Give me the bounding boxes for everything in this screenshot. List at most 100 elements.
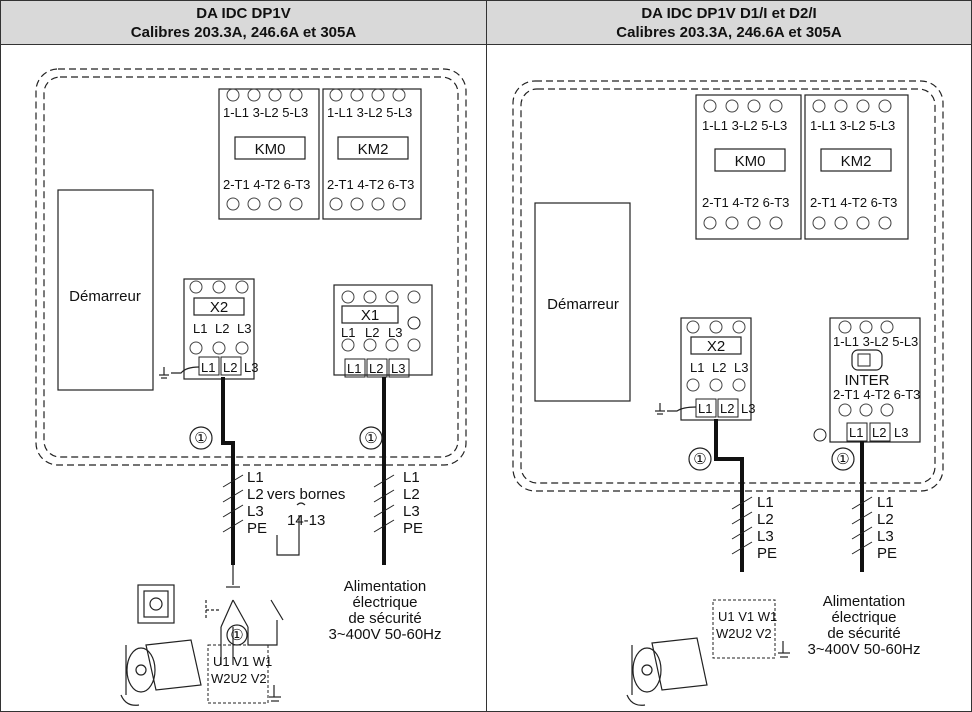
left-panel: DA IDC DP1V Calibres 203.3A, 246.6A et 3… <box>1 1 487 711</box>
motor-bottom-terminals: W2U2 V2 <box>211 671 267 686</box>
supply-l3: L3 <box>403 503 420 520</box>
motor-top-terminals: U1 V1 W1 <box>718 609 777 624</box>
cable-pe: PE <box>247 520 267 537</box>
switch-inter: 1-L1 3-L2 5-L3 INTER 2-T1 4-T2 6-T3 L1 L… <box>829 317 921 443</box>
right-header: DA IDC DP1V D1/I et D2/I Calibres 203.3A… <box>487 1 971 45</box>
supply-line-3: de sécurité <box>348 610 421 627</box>
cable-slashes-left <box>731 496 753 555</box>
enclosure-inner-outline <box>43 76 459 458</box>
supply-line-1: Alimentation <box>344 578 427 595</box>
inter-handle-icon <box>851 349 883 371</box>
km2-top-terminals: 1-L1 3-L2 5-L3 <box>810 118 895 133</box>
cable-marker-3: ① <box>230 627 243 644</box>
km2-bottom-terminals: 2-T1 4-T2 6-T3 <box>327 177 414 192</box>
motor-icon <box>120 639 202 706</box>
x2-out-l2: L2 <box>720 401 734 416</box>
contactor-km2: 1-L1 3-L2 5-L3 KM2 2-T1 4-T2 6-T3 <box>804 94 909 240</box>
km2-label: KM2 <box>841 153 872 170</box>
x1-out-l3: L3 <box>391 361 405 376</box>
km0-label: KM0 <box>255 141 286 158</box>
starter-label: Démarreur <box>69 288 141 305</box>
motor-terminal-box <box>712 599 776 659</box>
cable-l1: L1 <box>247 469 264 486</box>
supply-l2: L2 <box>877 511 894 528</box>
cable-pe: PE <box>757 545 777 562</box>
left-diagram: Démarreur 1-L1 3-L2 5-L3 KM0 2-T1 4-T2 6… <box>35 68 467 706</box>
terminal-block-x2: X2 L1 L2 L3 L1 L2 L3 <box>183 278 258 380</box>
x2-l3: L3 <box>734 360 748 375</box>
left-header: DA IDC DP1V Calibres 203.3A, 246.6A et 3… <box>1 1 486 45</box>
left-title: DA IDC DP1V <box>196 5 291 22</box>
inter-label: INTER <box>845 372 890 389</box>
supply-l2: L2 <box>403 486 420 503</box>
motor-top-terminals: U1 V1 W1 <box>213 654 272 669</box>
cable-marker-2: ① <box>836 451 849 468</box>
cable-l3: L3 <box>757 528 774 545</box>
inter-bottom-terminals: 2-T1 4-T2 6-T3 <box>833 387 920 402</box>
supply-text-right: Alimentation électrique de sécurité 3~40… <box>808 593 921 658</box>
enclosure-outer-outline <box>512 80 944 492</box>
bornes-number: 14-13 <box>287 512 325 529</box>
starter-label: Démarreur <box>547 296 619 313</box>
x2-out-l1: L1 <box>201 360 215 375</box>
supply-l3: L3 <box>877 528 894 545</box>
enclosure-inner-outline <box>520 88 936 484</box>
x2-label: X2 <box>210 299 228 316</box>
x2-l2: L2 <box>712 360 726 375</box>
cable-marker-1: ① <box>693 451 706 468</box>
right-subtitle: Calibres 203.3A, 246.6A et 305A <box>616 24 842 41</box>
x1-l2: L2 <box>365 325 379 340</box>
cable-to-motor <box>221 377 235 565</box>
cable-marker-2: ① <box>364 430 377 447</box>
contactor-km0: 1-L1 3-L2 5-L3 KM0 2-T1 4-T2 6-T3 <box>695 94 802 240</box>
cable-slashes-right <box>851 496 873 555</box>
vers-bornes-label: vers bornes <box>267 486 345 503</box>
x2-l1: L1 <box>193 321 207 336</box>
x2-l1: L1 <box>690 360 704 375</box>
cable-marker-1: ① <box>194 430 207 447</box>
ground-icon <box>813 428 827 442</box>
isolator-switch-icon <box>137 502 306 665</box>
x1-out-l1: L1 <box>347 361 361 376</box>
left-subtitle: Calibres 203.3A, 246.6A et 305A <box>130 24 357 41</box>
x2-l2: L2 <box>215 321 229 336</box>
cable-to-motor <box>714 419 744 572</box>
cable-labels-left: L1 L2 L3 PE <box>757 494 777 562</box>
km0-top-terminals: 1-L1 3-L2 5-L3 <box>223 105 308 120</box>
x2-out-l3: L3 <box>244 360 258 375</box>
motor-ground-icon <box>778 641 790 658</box>
inter-out-l1: L1 <box>849 425 863 440</box>
cable-labels-right: L1 L2 L3 PE <box>877 494 897 562</box>
x2-l3: L3 <box>237 321 251 336</box>
x1-l3: L3 <box>388 325 402 340</box>
motor-terminal-box <box>207 644 269 704</box>
supply-line-4: 3~400V 50-60Hz <box>329 626 442 643</box>
km0-bottom-terminals: 2-T1 4-T2 6-T3 <box>223 177 310 192</box>
km2-label: KM2 <box>358 141 389 158</box>
cable-labels-right: L1 L2 L3 PE <box>403 469 423 537</box>
ground-symbol-x2 <box>655 403 697 415</box>
right-panel: DA IDC DP1V D1/I et D2/I Calibres 203.3A… <box>487 1 971 711</box>
cable-labels-left: L1 L2 L3 PE <box>247 469 267 537</box>
x1-l1: L1 <box>341 325 355 340</box>
km0-top-terminals: 1-L1 3-L2 5-L3 <box>702 118 787 133</box>
x2-label: X2 <box>707 338 725 355</box>
starter-box <box>57 189 154 391</box>
x2-out-l1: L1 <box>698 401 712 416</box>
supply-line-3: de sécurité <box>827 625 900 642</box>
cable-slashes-right <box>373 474 395 533</box>
cable-l1: L1 <box>757 494 774 511</box>
supply-l1: L1 <box>877 494 894 511</box>
x2-out-l3: L3 <box>741 401 755 416</box>
terminal-block-x2: X2 L1 L2 L3 L1 L2 L3 <box>680 317 755 421</box>
ground-icon <box>407 316 421 330</box>
supply-text-left: Alimentation électrique de sécurité 3~40… <box>329 578 442 643</box>
km0-bottom-terminals: 2-T1 4-T2 6-T3 <box>702 195 789 210</box>
km0-label: KM0 <box>735 153 766 170</box>
right-title: DA IDC DP1V D1/I et D2/I <box>641 5 817 22</box>
km2-top-terminals: 1-L1 3-L2 5-L3 <box>327 105 412 120</box>
inter-top-terminals: 1-L1 3-L2 5-L3 <box>833 334 918 349</box>
supply-line-2: électrique <box>831 609 896 626</box>
contactor-km2: 1-L1 3-L2 5-L3 KM2 2-T1 4-T2 6-T3 <box>322 88 422 220</box>
